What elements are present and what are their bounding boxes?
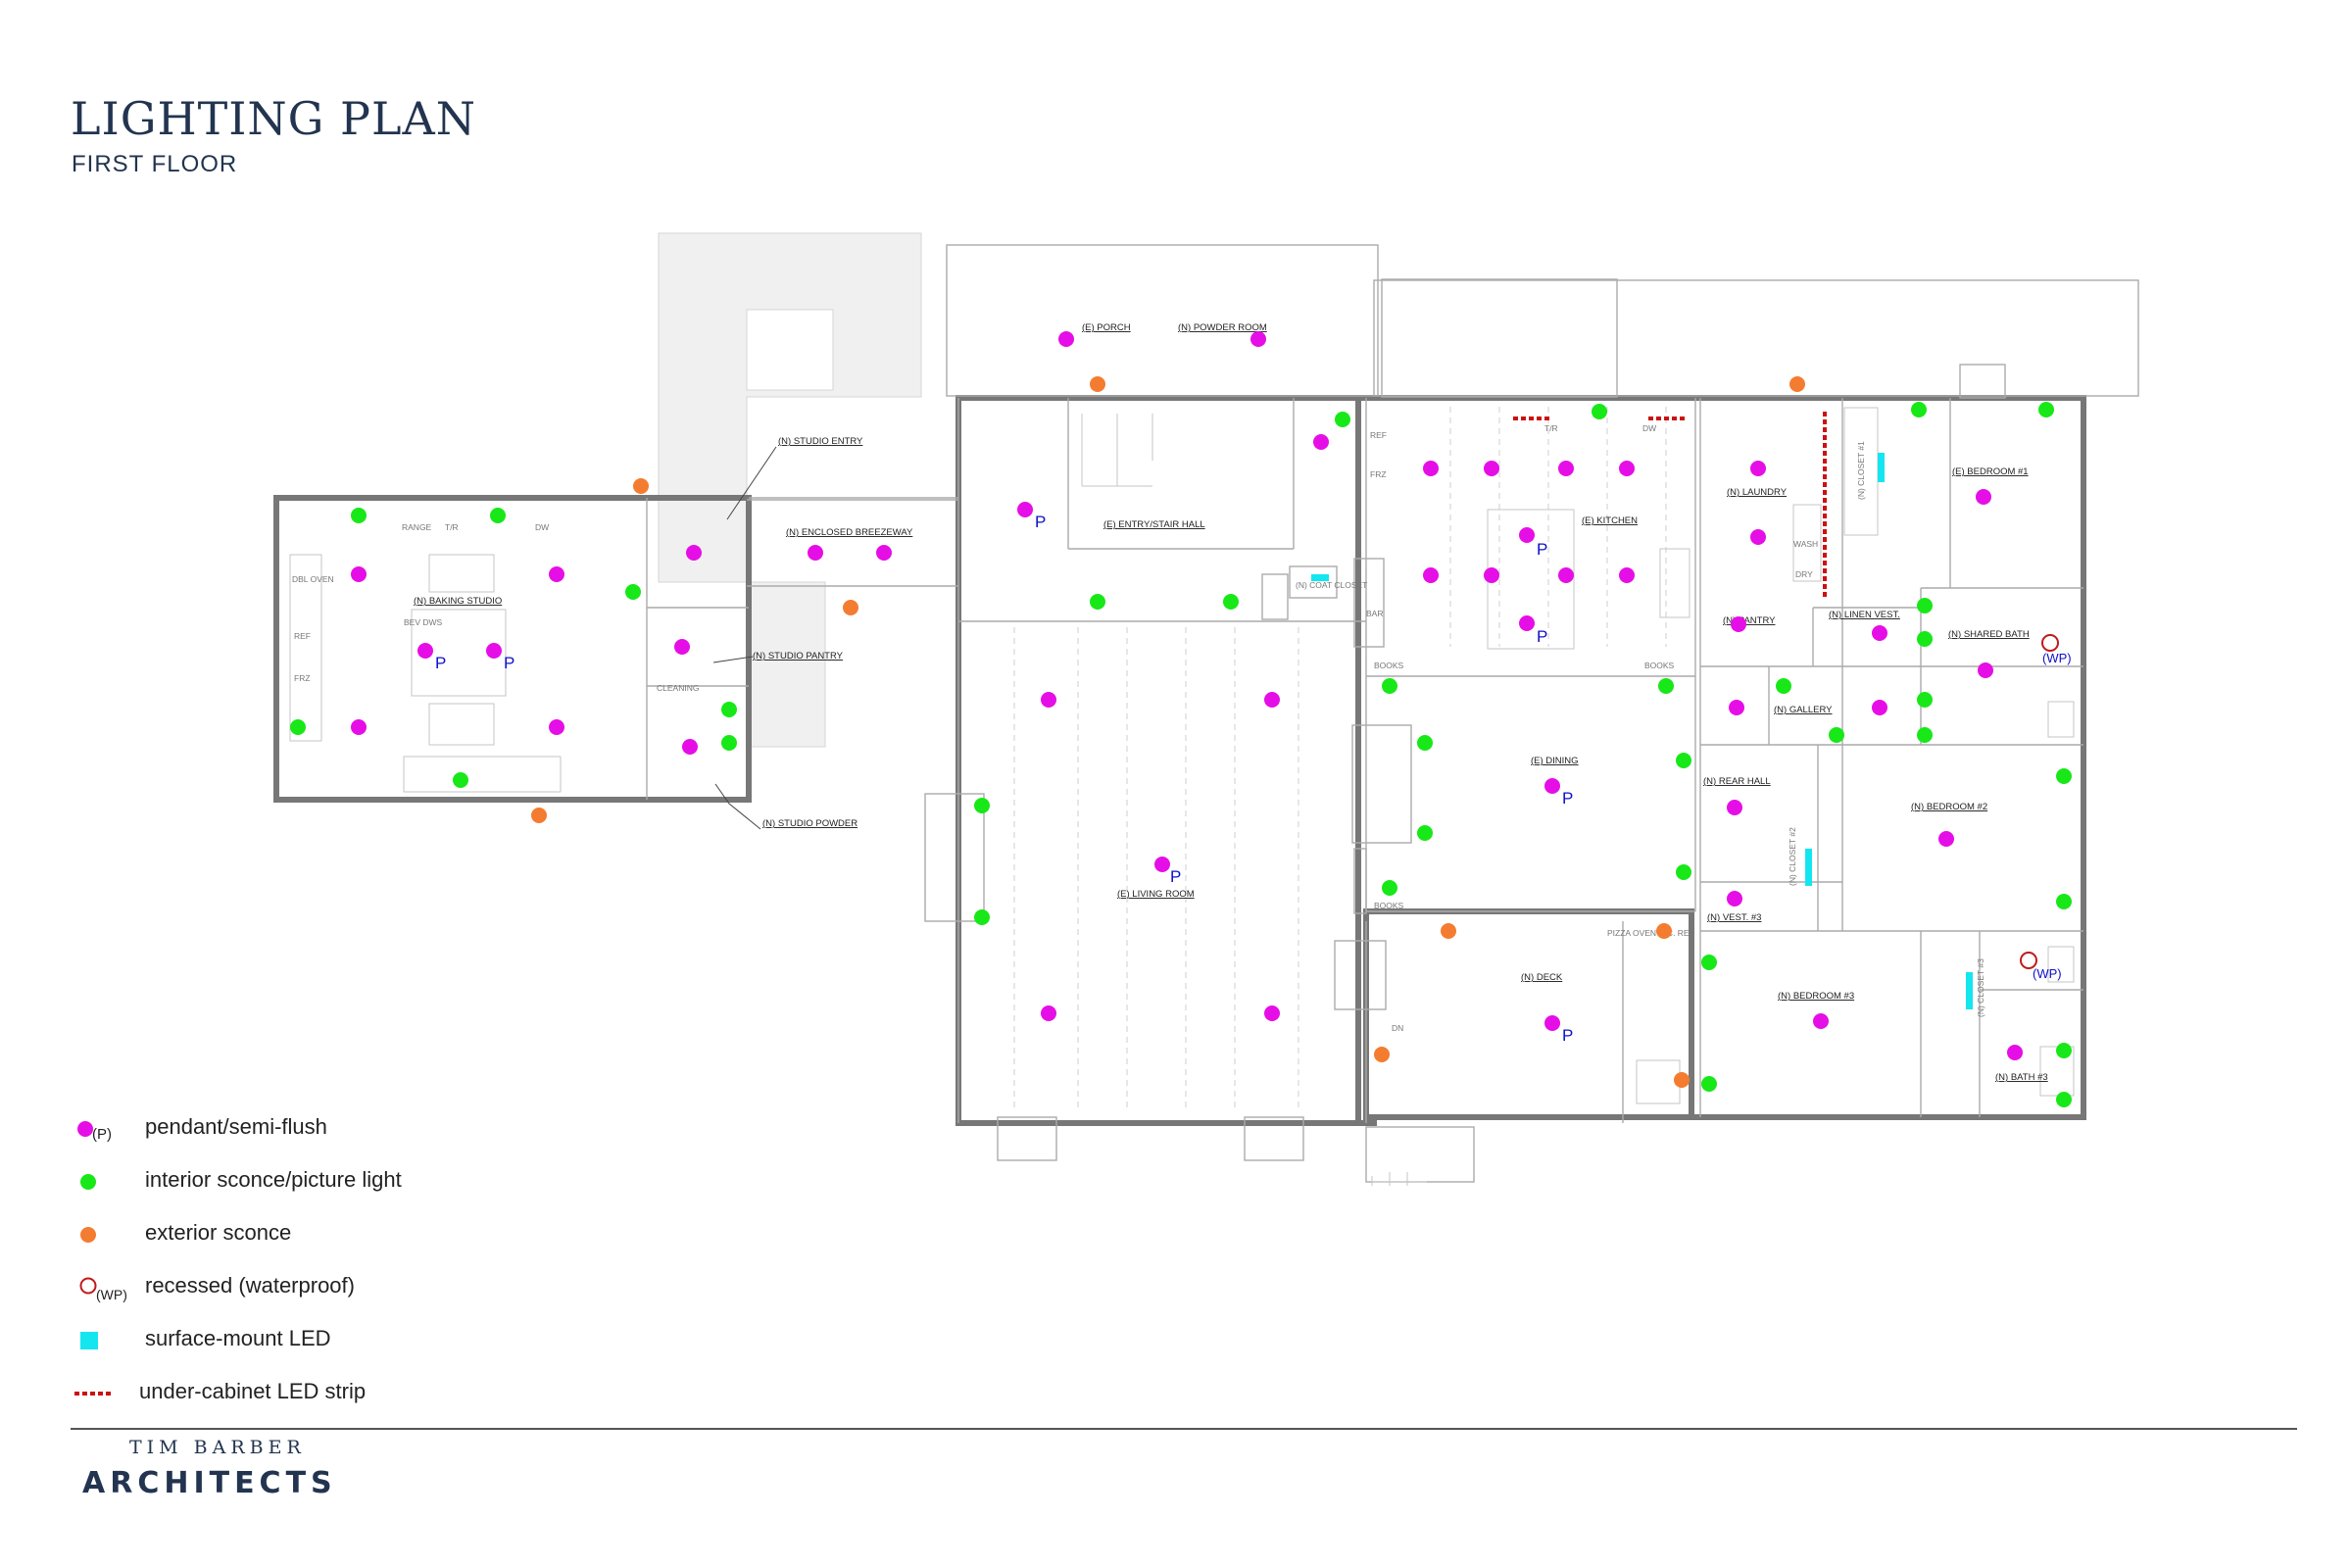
fixture-label-kitchen-tr: T/R [1544, 423, 1558, 433]
legend-label: under-cabinet LED strip [139, 1379, 367, 1403]
fixture-label-bar: BAR [1366, 609, 1383, 618]
fixture-label-cleaning: CLEANING [657, 683, 699, 693]
wp-marker-2: (WP) [2033, 966, 2062, 981]
p-marker-8: P [1562, 1026, 1573, 1045]
room-label-breezeway: (N) ENCLOSED BREEZEWAY [786, 527, 913, 538]
room-label-deck: (N) DECK [1521, 972, 1563, 983]
leader-lines [712, 446, 777, 830]
landscape-area [658, 232, 922, 748]
exterior-sconce-fixtures [531, 376, 1805, 1088]
fixture-label-books-3: BOOKS [1374, 901, 1404, 910]
p-marker-2: P [435, 654, 446, 672]
exterior-walls [273, 395, 2086, 1126]
room-label-coat-closet: (N) COAT CLOSET [1296, 580, 1367, 590]
wp-marker-1: (WP) [2042, 651, 2072, 665]
legend-label: surface-mount LED [145, 1326, 331, 1350]
p-marker-4: P [1537, 540, 1547, 559]
legend-item-led-strip: under-cabinet LED strip [74, 1377, 662, 1416]
room-label-bedroom1: (E) BEDROOM #1 [1952, 466, 2029, 477]
room-label-living-room: (E) LIVING ROOM [1117, 889, 1195, 900]
fixture-label-range: RANGE [402, 522, 432, 532]
fixture-label-frz: FRZ [294, 673, 311, 683]
room-label-studio-entry: (N) STUDIO ENTRY [778, 436, 863, 447]
fixture-label-books-2: BOOKS [1644, 661, 1675, 670]
room-label-bedroom2: (N) BEDROOM #2 [1911, 802, 1987, 812]
fixture-label-dn: DN [1392, 1023, 1403, 1033]
fixture-label-bev: BEV DWS [404, 617, 443, 627]
room-label-baking-studio: (N) BAKING STUDIO [414, 596, 502, 607]
footer-divider [71, 1428, 2297, 1430]
fixture-label-wash: WASH [1793, 539, 1818, 549]
room-label-laundry: (N) LAUNDRY [1727, 487, 1788, 498]
led-strip-icon [74, 1392, 112, 1396]
room-label-studio-pantry: (N) STUDIO PANTRY [753, 651, 844, 662]
fixture-label-dbl-oven: DBL OVEN [292, 574, 334, 584]
firm-logo-text: ARCHITECTS [82, 1466, 337, 1500]
room-label-kitchen: (E) KITCHEN [1582, 515, 1638, 526]
p-marker-1: P [1035, 513, 1046, 531]
room-label-bedroom3: (N) BEDROOM #3 [1778, 991, 1854, 1002]
recessed-icon [79, 1277, 97, 1295]
fixture-labels: RANGE T/R DW DBL OVEN REF FRZ BEV DWS CL… [292, 423, 1818, 1033]
legend-item-recessed: (WP) recessed (waterproof) [74, 1271, 662, 1310]
room-label-closet3: (N) CLOSET #3 [1976, 958, 1985, 1017]
room-label-bath3: (N) BATH #3 [1995, 1072, 2048, 1083]
p-marker-5: P [1537, 627, 1547, 646]
interior-walls [646, 244, 2139, 1183]
page-title: LIGHTING PLAN [71, 92, 477, 145]
legend-item-interior-sconce: interior sconce/picture light [74, 1165, 662, 1204]
legend-label: pendant/semi-flush [145, 1114, 327, 1139]
room-label-linen-vest: (N) LINEN VEST. [1829, 610, 1900, 620]
exterior-sconce-icon [80, 1227, 96, 1243]
room-label-pantry: (N) PANTRY [1723, 615, 1776, 626]
pendant-markers: P P P P P P P P [435, 513, 1573, 1045]
fixture-label-dw: DW [535, 522, 549, 532]
legend-label: exterior sconce [145, 1220, 292, 1245]
room-label-closet1: (N) CLOSET #1 [1856, 441, 1866, 500]
room-label-gallery: (N) GALLERY [1774, 705, 1833, 715]
p-marker-3: P [504, 654, 514, 672]
room-label-closet2: (N) CLOSET #2 [1788, 827, 1797, 886]
fixture-label-kitchen-ref: REF [1370, 430, 1387, 440]
p-marker-7: P [1170, 867, 1181, 886]
firm-name: TIM BARBER [129, 1437, 306, 1458]
led-strips [1513, 412, 1827, 598]
page-subtitle: FIRST FLOOR [72, 151, 238, 177]
pendant-icon [77, 1121, 93, 1137]
room-label-studio-powder: (N) STUDIO POWDER [762, 818, 858, 829]
fixture-label-kitchen-frz: FRZ [1370, 469, 1387, 479]
room-label-rear-hall: (N) REAR HALL [1703, 776, 1771, 787]
interior-sconce-fixtures [290, 402, 2072, 1107]
pendant-fixtures [351, 331, 2023, 1060]
fixture-label-dry: DRY [1795, 569, 1813, 579]
legend-item-pendant: (P) pendant/semi-flush [74, 1112, 662, 1152]
room-label-vest3: (N) VEST. #3 [1707, 912, 1761, 923]
room-labels: (E) PORCH (N) POWDER ROOM (N) STUDIO ENT… [414, 322, 2048, 1083]
interior-sconce-icon [80, 1174, 96, 1190]
surface-led-icon [80, 1332, 98, 1349]
surface-led-fixtures [1311, 453, 1973, 1009]
legend-pendant-note: (P) [92, 1126, 112, 1143]
room-label-entry-hall: (E) ENTRY/STAIR HALL [1103, 519, 1205, 530]
legend-label: recessed (waterproof) [145, 1273, 355, 1298]
fixture-label-kitchen-dw: DW [1642, 423, 1656, 433]
legend-item-exterior-sconce: exterior sconce [74, 1218, 662, 1257]
living-room-beams [1013, 407, 1667, 1107]
legend-label: interior sconce/picture light [145, 1167, 402, 1192]
fixture-label-tr: T/R [445, 522, 459, 532]
fixture-label-ref: REF [294, 631, 311, 641]
p-marker-6: P [1562, 789, 1573, 808]
room-label-porch: (E) PORCH [1082, 322, 1131, 333]
fixture-label-books-1: BOOKS [1374, 661, 1404, 670]
legend-recessed-note: (WP) [96, 1287, 127, 1302]
room-label-shared-bath: (N) SHARED BATH [1948, 629, 2030, 640]
room-label-powder-room: (N) POWDER ROOM [1178, 322, 1267, 333]
fixture-label-pizza-oven: PIZZA OVEN U.C. REF [1607, 928, 1694, 938]
legend-item-surface-led: surface-mount LED [74, 1324, 662, 1363]
recessed-fixtures: (WP) (WP) [2020, 634, 2072, 981]
room-label-dining: (E) DINING [1531, 756, 1579, 766]
